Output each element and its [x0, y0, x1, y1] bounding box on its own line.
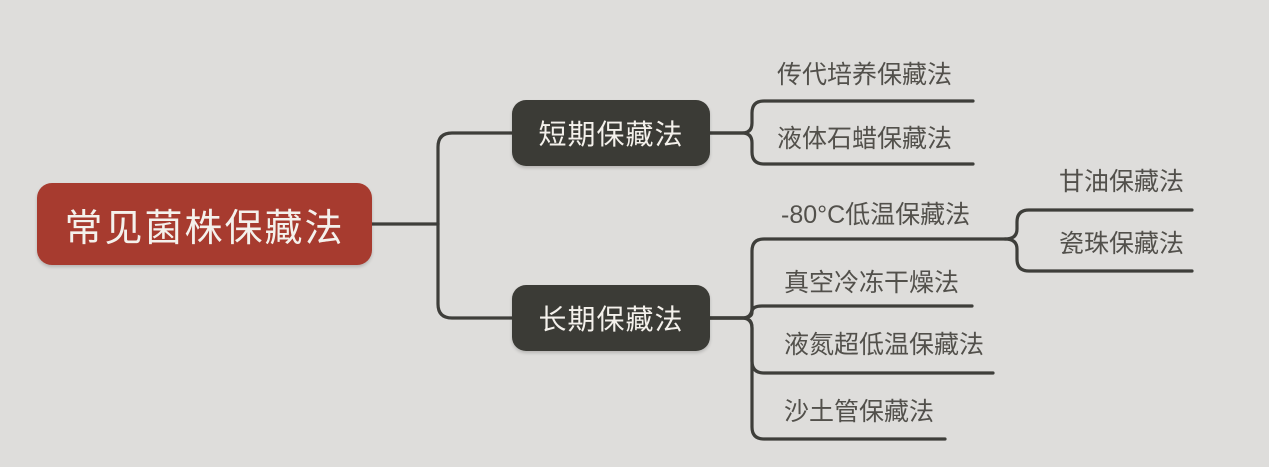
- topic-root-label: 常见菌株保藏法: [64, 207, 345, 250]
- topic-short-term[interactable]: 短期保藏法: [512, 100, 710, 166]
- connector-short-term-to-liquid-paraffin: [708, 131, 975, 166]
- connector-long-term-to-sand-tube: [708, 316, 947, 441]
- topic-vacuum-freeze-dry[interactable]: 真空冷冻干燥法: [784, 269, 960, 297]
- connector-minus80-to-glycerol: [1003, 208, 1194, 241]
- topic-short-term-label: 短期保藏法: [538, 119, 684, 150]
- topic-minus80-low-temp-preservation[interactable]: -80°C低温保藏法: [781, 201, 971, 229]
- connector-minus80-to-ceramic-bead: [1003, 237, 1194, 273]
- connector-root-to-short-term: [436, 131, 514, 226]
- connector-long-term-to-vacuum-freeze-dry: [708, 304, 974, 320]
- topic-subculture-preservation[interactable]: 传代培养保藏法: [777, 61, 953, 89]
- topic-long-term[interactable]: 长期保藏法: [512, 285, 710, 351]
- topic-glycerol-preservation[interactable]: 甘油保藏法: [1059, 168, 1185, 196]
- topic-liquid-nitrogen-preservation[interactable]: 液氮超低温保藏法: [784, 331, 985, 359]
- topic-root[interactable]: 常见菌株保藏法: [37, 183, 372, 265]
- topic-sand-tube-preservation[interactable]: 沙土管保藏法: [784, 398, 935, 426]
- topic-ceramic-bead-preservation[interactable]: 瓷珠保藏法: [1059, 230, 1185, 258]
- connector-root-to-long-term: [436, 222, 514, 320]
- topic-long-term-label: 长期保藏法: [538, 304, 684, 335]
- topic-liquid-paraffin-preservation[interactable]: 液体石蜡保藏法: [777, 125, 953, 153]
